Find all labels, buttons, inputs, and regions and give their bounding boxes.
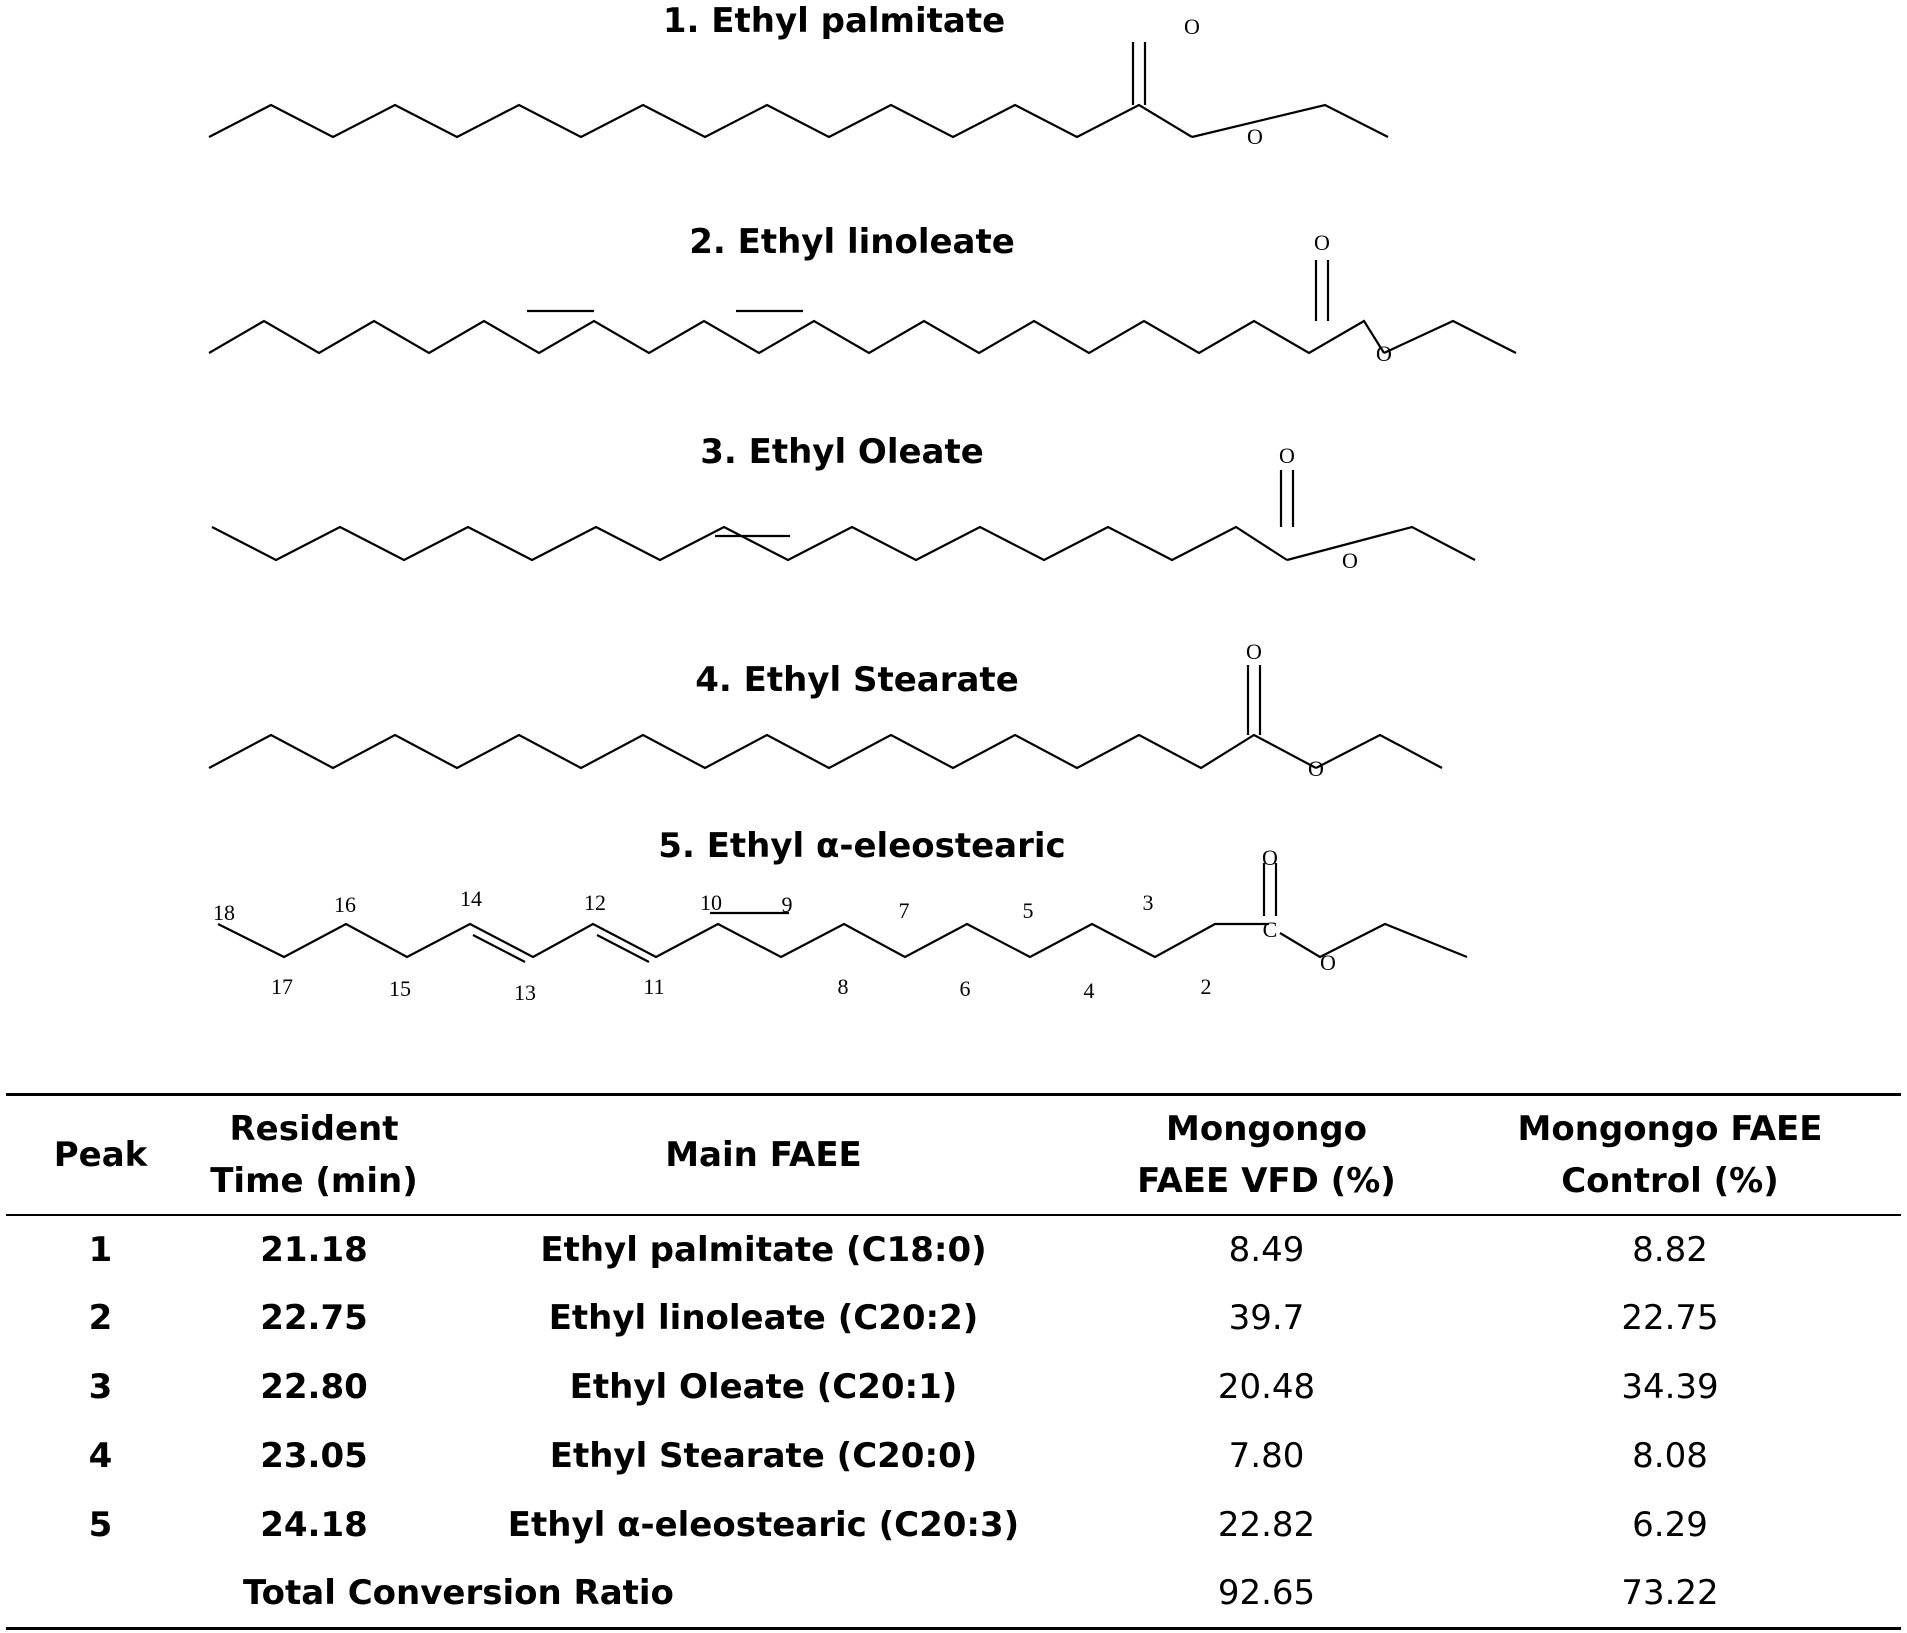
ester-oxygen: O — [1247, 124, 1263, 149]
carbon-chain — [208, 103, 1193, 139]
ester-oxygen: O — [1308, 756, 1324, 781]
table-row: 4 23.05 Ethyl Stearate (C20:0) 7.80 8.08 — [6, 1422, 1901, 1491]
cell-vfd: 22.82 — [1217, 1505, 1316, 1545]
carbon-chain — [208, 733, 1317, 770]
cell-peak: 2 — [88, 1298, 113, 1338]
carbonyl-oxygen: O — [1246, 639, 1262, 664]
carbon-number: 9 — [782, 892, 793, 917]
table-total-row: Total Conversion Ratio 92.65 73.22 — [6, 1559, 1901, 1630]
ethyl-group — [1383, 319, 1517, 354]
cell-total-vfd: 92.65 — [1094, 1559, 1439, 1630]
carbon-number: 18 — [213, 900, 235, 925]
carbon-number: 17 — [271, 974, 293, 999]
table-row: 5 24.18 Ethyl α-eleostearic (C20:3) 22.8… — [6, 1491, 1901, 1560]
cell-time: 23.05 — [260, 1436, 368, 1476]
cell-control: 34.39 — [1621, 1367, 1719, 1407]
structure-title: 3. Ethyl Oleate — [700, 432, 984, 472]
carbon-number: 6 — [960, 976, 971, 1001]
cell-faee: Ethyl α-eleostearic (C20:3) — [507, 1505, 1020, 1545]
cell-peak: 1 — [88, 1229, 113, 1270]
cell-vfd: 8.49 — [1228, 1229, 1305, 1270]
carbon-number: 15 — [389, 976, 411, 1001]
cell-time: 22.75 — [260, 1298, 368, 1338]
ethyl-group — [1315, 733, 1443, 769]
structure-ethyl-oleate: 3. Ethyl Oleate O O — [211, 432, 1476, 573]
ethyl-group — [1279, 922, 1468, 959]
cell-control: 8.08 — [1632, 1436, 1708, 1476]
cell-empty — [6, 1559, 195, 1630]
carbon-number: 8 — [838, 974, 849, 999]
cell-time: 21.18 — [260, 1229, 368, 1270]
table-row: 2 22.75 Ethyl linoleate (C20:2) 39.7 22.… — [6, 1284, 1901, 1353]
cell-faee: Ethyl palmitate (C18:0) — [540, 1229, 987, 1270]
ester-oxygen: O — [1320, 950, 1336, 975]
cell-total-control: 73.22 — [1439, 1559, 1901, 1630]
structure-title: 2. Ethyl linoleate — [689, 222, 1015, 262]
carbon-number: 2 — [1201, 974, 1212, 999]
structure-ethyl-alpha-eleostearic: 5. Ethyl α-eleostearic O C O 18 17 16 15… — [213, 826, 1468, 1005]
carbon-chain — [211, 525, 1288, 562]
carbon-number: 10 — [700, 890, 722, 915]
cell-time: 24.18 — [260, 1505, 368, 1545]
cell-vfd: 39.7 — [1228, 1298, 1305, 1338]
structure-title: 4. Ethyl Stearate — [695, 660, 1019, 700]
ethyl-group — [1191, 103, 1389, 139]
header-main-faee: Main FAEE — [433, 1093, 1094, 1216]
molecular-structures-figure: 1. Ethyl palmitate O O 2. Ethyl linoleat… — [208, 1, 1517, 1005]
ethyl-group — [1286, 525, 1476, 562]
structure-ethyl-stearate: 4. Ethyl Stearate O O — [208, 639, 1443, 781]
carbon-number: 7 — [899, 898, 910, 923]
carbonyl-oxygen: O — [1184, 14, 1200, 39]
cell-faee: Ethyl Oleate (C20:1) — [569, 1367, 958, 1407]
carbonyl-oxygen: O — [1314, 230, 1330, 255]
cell-faee: Ethyl Stearate (C20:0) — [549, 1436, 978, 1476]
cell-faee: Ethyl linoleate (C20:2) — [548, 1298, 979, 1338]
cell-total-label: Total Conversion Ratio — [195, 1559, 1094, 1630]
cell-control: 6.29 — [1632, 1505, 1708, 1545]
cell-control: 22.75 — [1621, 1298, 1719, 1338]
table-row: 3 22.80 Ethyl Oleate (C20:1) 20.48 34.39 — [6, 1353, 1901, 1422]
carbon-number: 5 — [1023, 898, 1034, 923]
structure-title: 5. Ethyl α-eleostearic — [658, 826, 1065, 866]
carbonyl-carbon: C — [1263, 917, 1278, 942]
cell-time: 22.80 — [260, 1367, 368, 1407]
header-peak: Peak — [6, 1093, 195, 1216]
trans-double-bond — [596, 934, 650, 963]
cell-control: 8.82 — [1632, 1229, 1708, 1270]
structure-ethyl-palmitate: 1. Ethyl palmitate O O — [208, 1, 1389, 149]
cell-vfd: 20.48 — [1217, 1367, 1316, 1407]
carbon-number: 16 — [334, 892, 356, 917]
carbon-number: 11 — [643, 974, 664, 999]
cell-peak: 4 — [88, 1436, 113, 1476]
trans-double-bond — [472, 934, 526, 963]
carbon-number: 4 — [1084, 978, 1095, 1003]
ester-oxygen: O — [1342, 548, 1358, 573]
carbon-chain — [208, 319, 1385, 355]
structure-ethyl-linoleate: 2. Ethyl linoleate O O — [208, 222, 1517, 366]
cell-peak: 5 — [88, 1505, 113, 1545]
ester-oxygen: O — [1376, 341, 1392, 366]
table-row: 1 21.18 Ethyl palmitate (C18:0) 8.49 8.8… — [6, 1215, 1901, 1284]
carbon-number: 14 — [460, 886, 482, 911]
carbon-number: 13 — [514, 980, 536, 1005]
carbon-number: 3 — [1143, 890, 1154, 915]
cell-peak: 3 — [88, 1367, 113, 1407]
carbon-chain — [217, 922, 1269, 959]
carbon-number: 12 — [584, 890, 606, 915]
carbonyl-oxygen: O — [1262, 845, 1278, 870]
cell-vfd: 7.80 — [1228, 1436, 1305, 1476]
carbonyl-oxygen: O — [1279, 443, 1295, 468]
structure-title: 1. Ethyl palmitate — [663, 1, 1005, 41]
